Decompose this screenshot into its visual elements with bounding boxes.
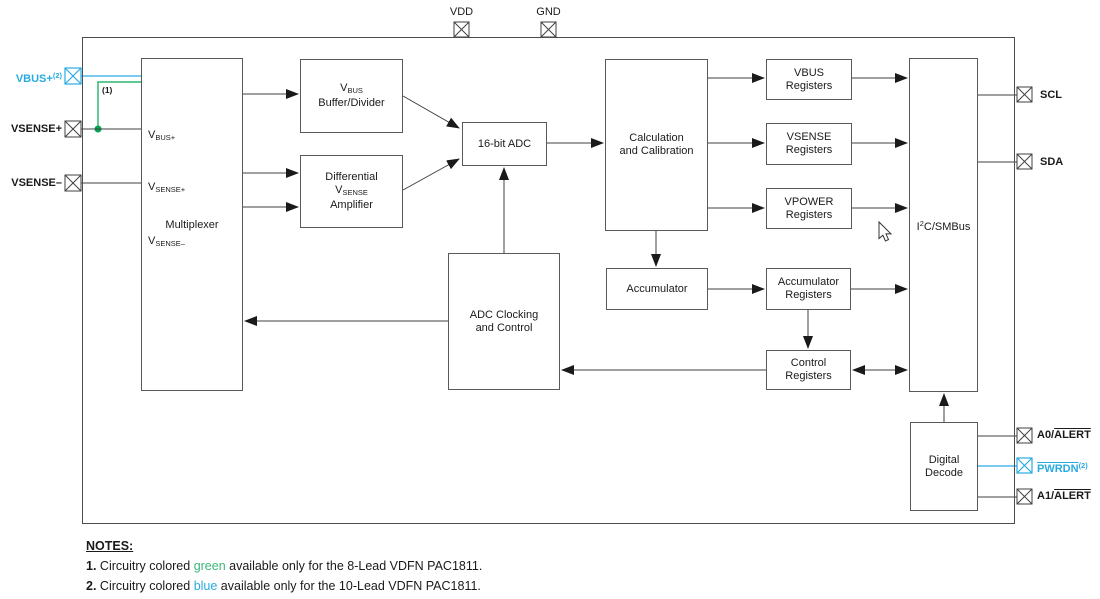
- pin-label-vbus-plus: VBUS+(2): [15, 71, 62, 85]
- block-i2c-smbus: I2C/SMBus: [909, 58, 978, 392]
- pin-label-gnd: GND: [536, 6, 561, 18]
- pin-x-icon-a1-alert: [1016, 488, 1033, 505]
- block-vbus-buffer-divider: VBUS Buffer/Divider: [300, 59, 403, 133]
- mux-input-vsense-plus: VSENSE+: [148, 181, 186, 194]
- pin-label-vdd: VDD: [449, 6, 474, 18]
- notes-heading: NOTES:: [86, 539, 134, 553]
- pin-label-sda: SDA: [1040, 156, 1064, 168]
- note-item-1: 1. Circuitry colored green available onl…: [86, 559, 483, 573]
- pin-label-vsense-plus: VSENSE+: [10, 123, 62, 135]
- notes-section: NOTES: 1. Circuitry colored green availa…: [86, 536, 482, 596]
- chip-boundary: [82, 37, 1015, 524]
- pin-x-icon-vdd: [453, 21, 470, 38]
- block-16bit-adc: 16-bit ADC: [462, 122, 547, 166]
- pin-x-icon-scl: [1016, 86, 1033, 103]
- note-item-2: 2. Circuitry colored blue available only…: [86, 579, 481, 593]
- pin-x-icon-a0-alert: [1016, 427, 1033, 444]
- block-multiplexer: VBUS+ VSENSE+ VSENSE– Multiplexer: [141, 58, 243, 391]
- mux-input-vbus: VBUS+: [148, 129, 176, 142]
- pin-x-icon-gnd: [540, 21, 557, 38]
- pin-label-scl: SCL: [1040, 89, 1062, 101]
- multiplexer-label: Multiplexer: [165, 219, 219, 231]
- pin-label-pwrdn: PWRDN(2): [1037, 461, 1088, 475]
- note-reference-1: (1): [102, 85, 113, 95]
- pin-x-icon-pwrdn: [1016, 457, 1033, 474]
- block-differential-vsense-amplifier: Differential VSENSE Amplifier: [300, 155, 403, 228]
- pin-x-icon-vbus-plus: [64, 67, 82, 85]
- block-accumulator: Accumulator: [606, 268, 708, 310]
- pin-label-a0-alert: A0/ALERT: [1037, 429, 1091, 441]
- pin-label-a1-alert: A1/ALERT: [1037, 490, 1091, 502]
- mux-input-vsense-minus: VSENSE–: [148, 235, 185, 248]
- pin-label-vsense-minus: VSENSE–: [11, 177, 62, 189]
- pin-x-icon-sda: [1016, 153, 1033, 170]
- pin-x-icon-vsense-minus: [64, 174, 82, 192]
- pin-x-icon-vsense-plus: [64, 120, 82, 138]
